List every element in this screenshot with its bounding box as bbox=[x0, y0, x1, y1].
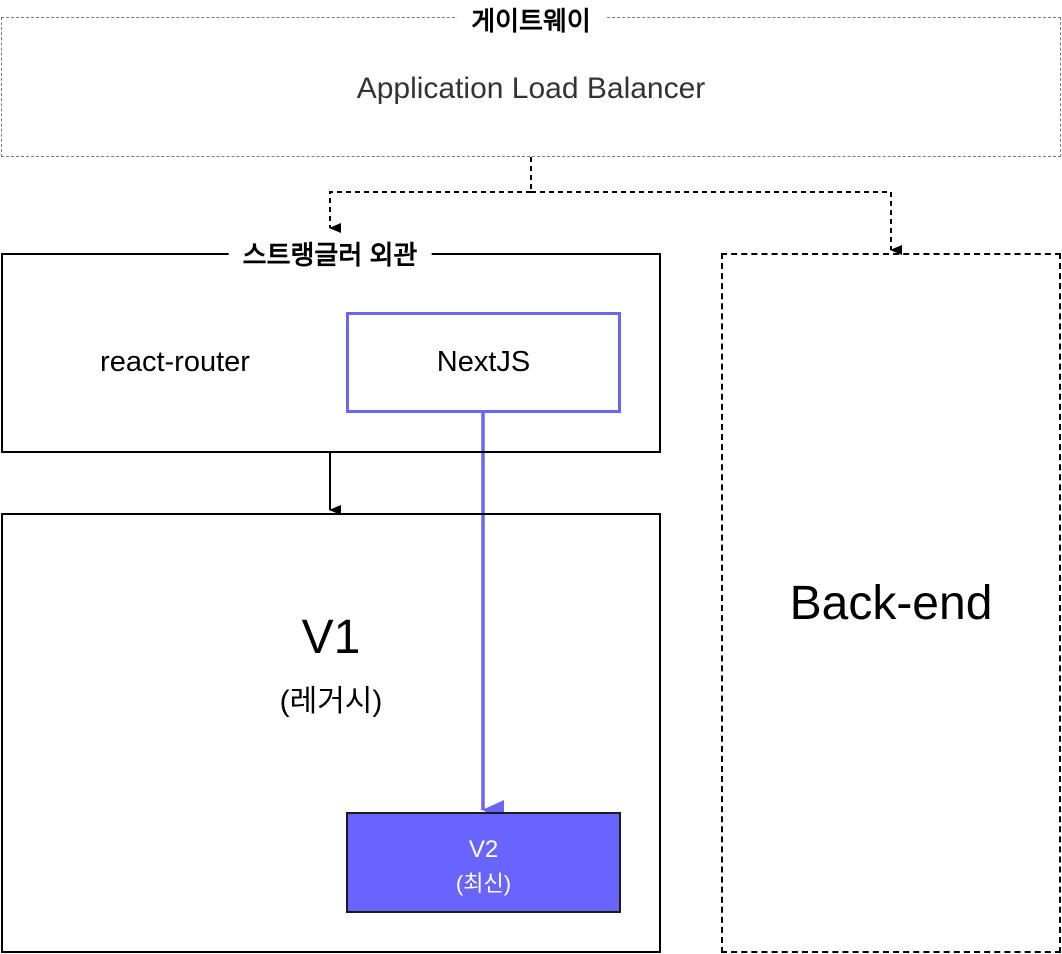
gateway-title: 게이트웨이 bbox=[457, 4, 605, 38]
backend-label: Back-end bbox=[789, 577, 993, 630]
v2-sublabel: (최신) bbox=[455, 871, 512, 896]
nextjs-label: NextJS bbox=[436, 346, 531, 378]
react-router-label: react-router bbox=[100, 346, 250, 378]
gateway-container bbox=[1, 17, 1061, 157]
strangler-facade-title: 스트랭글러 외관 bbox=[228, 238, 432, 272]
gateway-to-backend-arrow bbox=[531, 191, 902, 255]
gateway-to-facade-arrow bbox=[329, 191, 531, 233]
v2-modern-box bbox=[346, 812, 621, 913]
v1-legacy-container bbox=[1, 513, 661, 953]
v1-sublabel: (레거시) bbox=[279, 685, 383, 718]
backend-container bbox=[721, 253, 1061, 953]
load-balancer-label: Application Load Balancer bbox=[356, 72, 706, 105]
nextjs-box bbox=[346, 312, 621, 413]
v2-label: V2 bbox=[468, 836, 499, 863]
v1-label: V1 bbox=[301, 611, 361, 664]
